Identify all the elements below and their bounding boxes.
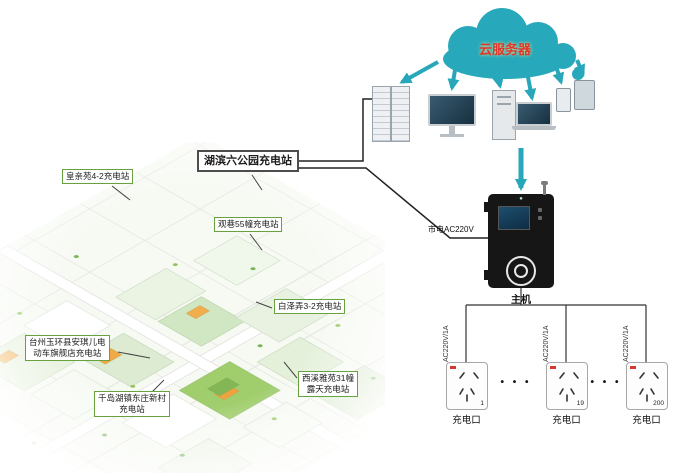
laptop-base [512, 126, 556, 130]
outlet-brand-mark [630, 366, 636, 369]
mounting-ear [484, 270, 489, 280]
charging-outlet: 1 [446, 362, 488, 410]
outlet-number: 19 [576, 400, 584, 407]
cloud-icon [443, 8, 584, 80]
server-rack-icon [372, 86, 391, 142]
host-button [538, 216, 542, 220]
socket-holes-icon [639, 372, 659, 402]
cloud-server: 云服务器 [420, 4, 590, 84]
ellipsis-dots: • • • [590, 377, 622, 388]
server-rack-icon [391, 86, 410, 142]
ellipsis-dots: • • • [500, 377, 532, 388]
cloud-label: 云服务器 [478, 42, 531, 57]
port-label: 充电口 [632, 415, 661, 426]
induction-coil-icon [506, 256, 536, 286]
line-voltage-label: AC220V/1A [443, 325, 450, 362]
smartphone-icon [556, 88, 571, 112]
host-label: 主机 [511, 295, 531, 306]
antenna-icon [541, 181, 548, 195]
socket-holes-icon [459, 372, 479, 402]
station-label: 千岛湖镇东庄新村 充电站 [94, 391, 171, 418]
outlet-number: 200 [653, 400, 664, 407]
mounting-ear [484, 202, 489, 212]
port-label: 充电口 [452, 415, 481, 426]
station-label-highlight: 湖滨六公园充电站 [197, 150, 299, 173]
outlet-brand-mark [450, 366, 456, 369]
monitor-icon [428, 94, 476, 126]
line-voltage-label: AC220V/1A [543, 325, 550, 362]
tablet-icon [574, 80, 595, 110]
host-unit: ● [484, 181, 554, 288]
socket-holes-icon [559, 372, 579, 402]
desktop-tower-icon [492, 90, 516, 140]
station-label: 白泽弄3-2充电站 [274, 299, 346, 315]
mains-voltage-label: 市电AC220V [428, 225, 474, 234]
charging-outlet: 19 [546, 362, 588, 410]
laptop-icon [516, 102, 552, 126]
station-label: 台州玉环县安琪儿电 动车旗舰店充电站 [25, 335, 110, 362]
host-logo: ● [519, 196, 523, 202]
outlet-brand-mark [550, 366, 556, 369]
charging-outlet: 200 [626, 362, 668, 410]
outlet-number: 1 [480, 400, 484, 407]
station-label: 西溪雅苑31幢 露天充电站 [298, 371, 358, 398]
line-voltage-label: AC220V/1A [623, 325, 630, 362]
host-button [538, 208, 542, 212]
monitor-stand [449, 126, 455, 134]
station-label: 皇亲苑4-2充电站 [62, 169, 134, 185]
host-screen [498, 206, 530, 230]
monitor-base [440, 134, 464, 137]
station-label: 观巷55幢充电站 [214, 217, 283, 233]
port-label: 充电口 [552, 415, 581, 426]
